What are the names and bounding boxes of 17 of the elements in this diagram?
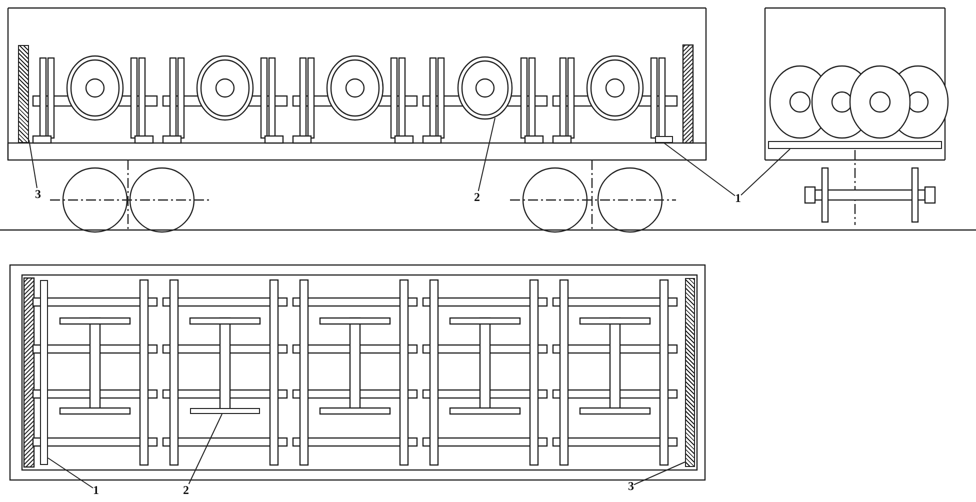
callout-number: 2 — [474, 191, 480, 203]
leader-line — [664, 142, 736, 196]
callout-number: 1 — [735, 192, 741, 204]
leader-line — [48, 458, 94, 488]
wheel-chock — [655, 136, 673, 143]
leader-line — [740, 148, 790, 196]
callout-number: 3 — [628, 480, 634, 492]
bulkhead-panel — [18, 45, 29, 143]
leader-line — [478, 118, 496, 192]
bulkhead-panel — [685, 278, 695, 467]
callout-number: 1 — [93, 484, 99, 496]
wheel — [457, 56, 513, 120]
leader-line — [28, 140, 38, 188]
callout-number: 3 — [35, 188, 41, 200]
floor-beam — [768, 141, 942, 149]
wheel-flange — [40, 280, 48, 465]
callout-number: 2 — [183, 484, 189, 496]
